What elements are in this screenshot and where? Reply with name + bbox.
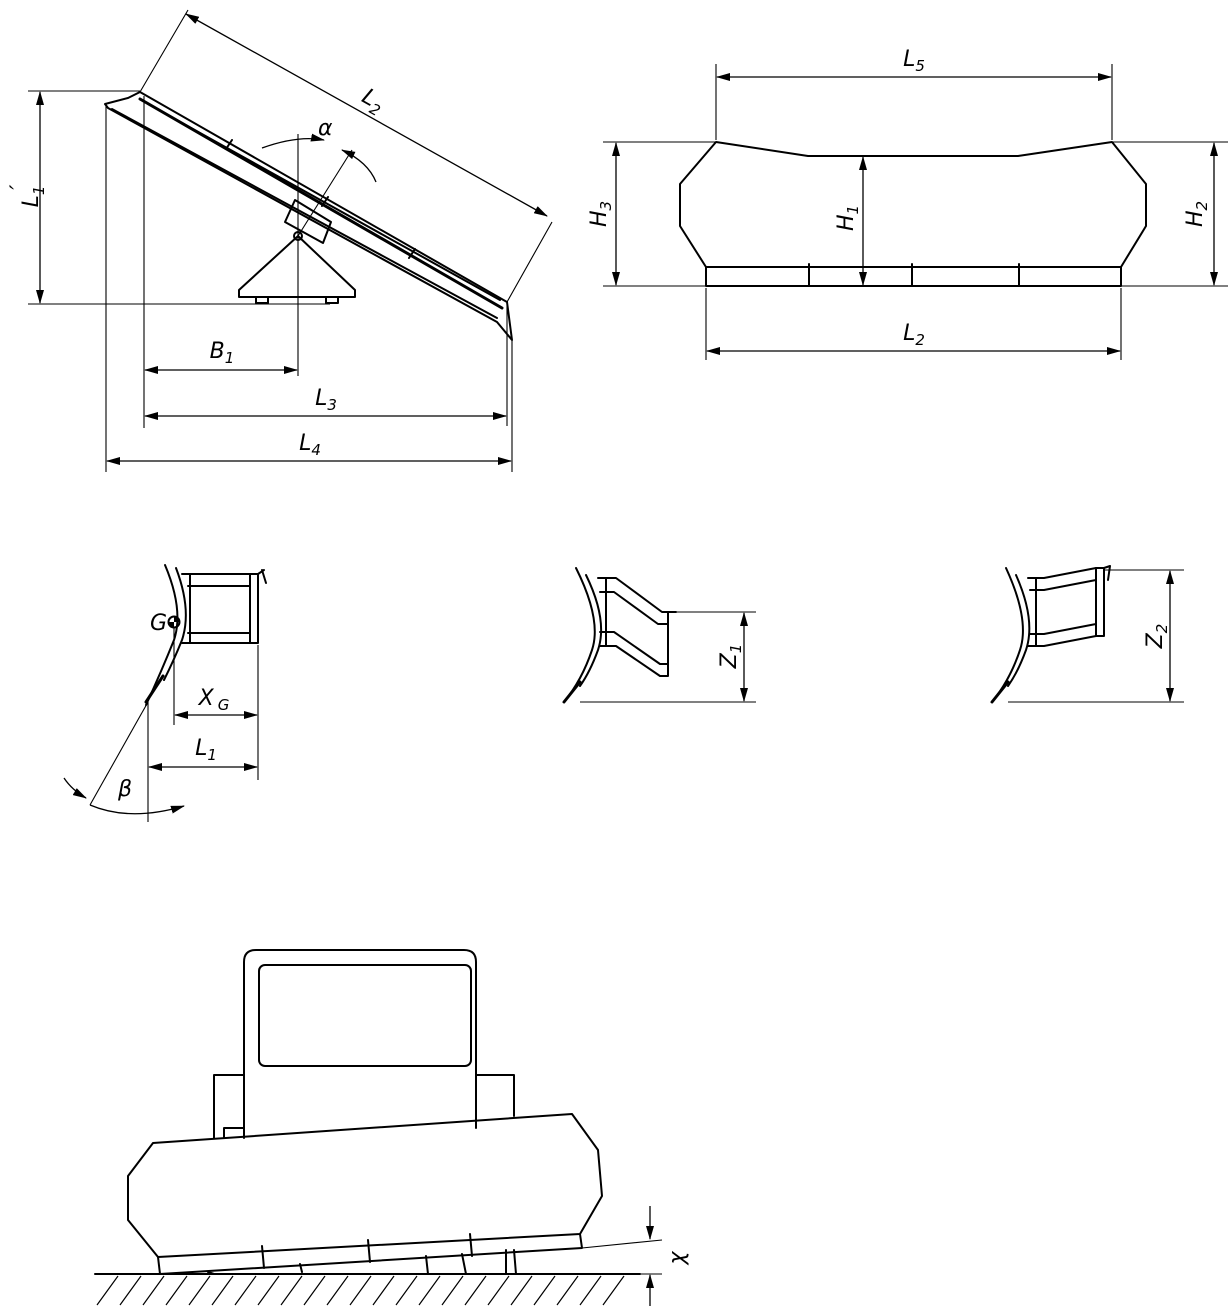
cab-window: [258, 964, 472, 1067]
moldboard-curve-inner: [163, 567, 187, 681]
L3-subscript: 3: [327, 396, 337, 414]
cutting-edge-1: [144, 674, 165, 704]
Z1-subscript: 1: [727, 644, 745, 654]
blade-front-outline: [679, 141, 1147, 268]
dim-label-L1: L1: [195, 736, 217, 764]
XG-subscript: G: [218, 696, 230, 714]
Z1-letter: Z: [717, 652, 742, 669]
dim-label-L4: L4: [299, 431, 321, 459]
Z2-subscript: 2: [1153, 624, 1171, 634]
dim-label-H3: H3: [587, 201, 615, 227]
moldboard-curve-inner-2: [579, 574, 603, 687]
dim-label-Z2: Z2: [1143, 624, 1171, 650]
dim-label-H1: H1: [834, 205, 862, 231]
frame-3-inner: [1029, 567, 1097, 647]
dim-label-alpha: α: [318, 116, 333, 141]
frame-box-outer: [181, 573, 259, 644]
XG-letter: X: [198, 686, 215, 711]
front-blade-segments: [261, 1233, 473, 1269]
L1-prime-letter: L: [19, 195, 44, 207]
dim-label-L5: L5: [903, 47, 925, 75]
blade-edge-line: [111, 108, 498, 319]
support-feet: [255, 296, 339, 304]
dim-label-L2-front: L2: [903, 321, 925, 349]
ground-hatching: [96, 1275, 625, 1306]
cab-step: [223, 1127, 245, 1139]
blade-front-edge: [705, 266, 1122, 287]
cutting-edge-2: [562, 680, 582, 704]
L2-front-letter: L: [903, 321, 915, 346]
cutting-edge-3: [990, 680, 1010, 704]
dim-label-B1: B1: [210, 339, 235, 367]
L1-letter: L: [195, 736, 207, 761]
dim-label-beta: β: [117, 777, 132, 802]
blade-front-segments: [808, 263, 1020, 287]
L1-prime-mark: ′: [7, 185, 32, 190]
moldboard-curve-inner-3: [1007, 574, 1031, 687]
L4-letter: L: [299, 431, 311, 456]
dim-label-L2-top: L2: [356, 84, 389, 120]
L5-subscript: 5: [915, 57, 925, 75]
L1-prime-subscript: 1: [30, 186, 48, 196]
blade-front-view: L5 H3 H1 H2 L2: [587, 47, 1228, 360]
cab-outline: [243, 949, 477, 1139]
B1-letter: B: [210, 339, 225, 364]
label-G: G: [150, 611, 167, 636]
blade-outline: [104, 91, 513, 341]
H3-subscript: 3: [597, 201, 615, 211]
H1-letter: H: [834, 215, 859, 232]
H2-letter: H: [1183, 211, 1208, 228]
cab-side-boxes: [213, 1074, 515, 1139]
L4-subscript: 4: [311, 441, 321, 459]
L5-letter: L: [903, 47, 915, 72]
dim-label-chi: χ: [665, 1251, 690, 1266]
dim-label-L3: L3: [315, 386, 337, 414]
frame-3-outer: [1027, 567, 1105, 647]
L2-front-subscript: 2: [915, 331, 925, 349]
dim-label-Z1: Z1: [717, 644, 745, 670]
dim-label-H2: H2: [1183, 201, 1211, 227]
blade-side-section-2: Z1: [562, 567, 756, 704]
frame-2-inner: [599, 577, 669, 665]
B1-subscript: 1: [225, 349, 235, 367]
dim-label-L1-prime: L1′: [7, 185, 48, 208]
H2-subscript: 2: [1193, 201, 1211, 211]
L3-letter: L: [315, 386, 327, 411]
H3-letter: H: [587, 211, 612, 228]
frame-box-inner: [187, 573, 251, 644]
frame-3-lip: [1103, 565, 1111, 581]
frame-lip: [257, 569, 267, 584]
blade-plan-view: L1′ L2 α B1 L3 L4: [7, 9, 553, 472]
support-frame: [238, 235, 356, 298]
H1-subscript: 1: [844, 205, 862, 215]
blade-side-section-3: Z2: [990, 565, 1184, 704]
L1-subscript: 1: [207, 746, 217, 764]
Z2-letter: Z: [1143, 632, 1168, 649]
front-blade-outline: [127, 1113, 603, 1258]
machine-front-view: χ: [94, 949, 690, 1306]
front-blade-edge: [157, 1233, 583, 1275]
